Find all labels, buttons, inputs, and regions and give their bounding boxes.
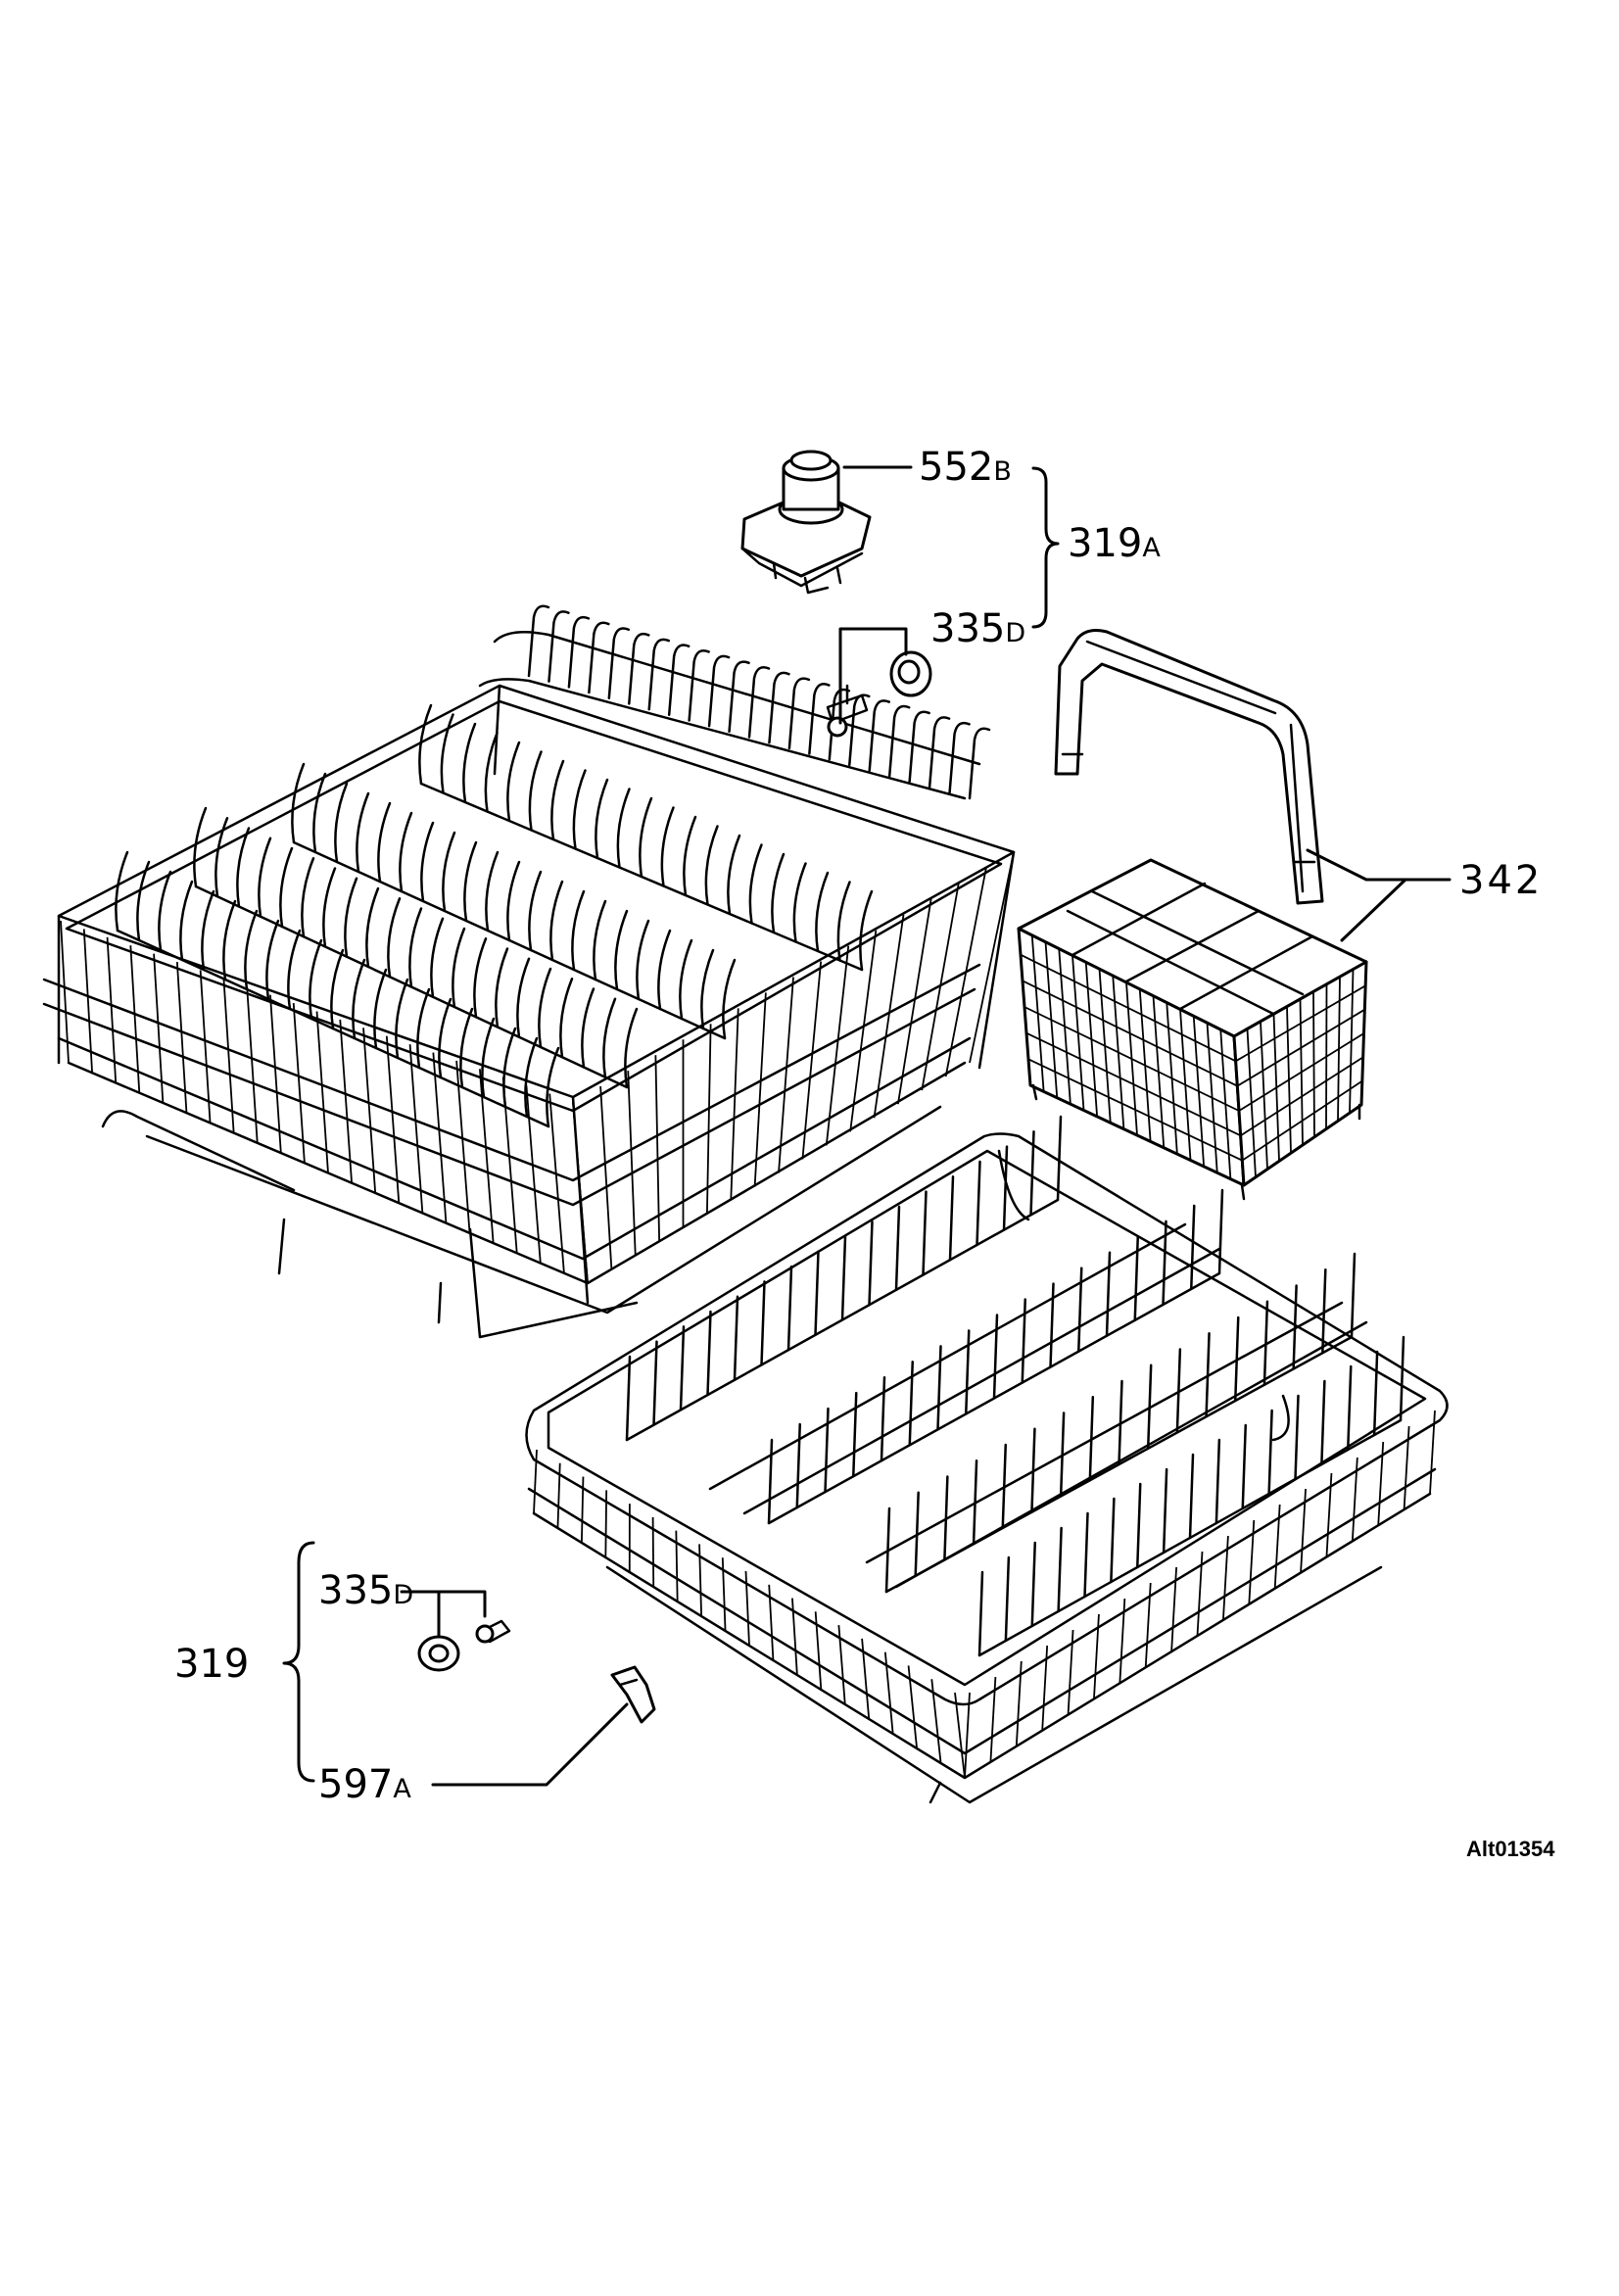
drawing-code: Alt01354 — [1466, 1837, 1555, 1861]
label-335d-top: 335D — [930, 606, 1025, 651]
leader-lines — [282, 465, 1452, 1787]
roller-bracket-part-552b — [740, 450, 872, 595]
label-552b: 552B — [919, 445, 1012, 490]
label-319a: 319A — [1068, 521, 1161, 566]
label-597a: 597A — [318, 1762, 411, 1807]
label-335d-bottom: 335D — [318, 1568, 413, 1613]
wheel-part-335d-bottom — [417, 1619, 511, 1672]
upper-basket — [42, 604, 1016, 1339]
label-342: 342 — [1459, 858, 1543, 903]
lower-basket — [525, 1115, 1449, 1804]
wheel-part-335d-top — [826, 650, 932, 738]
cutlery-basket — [1017, 629, 1368, 1201]
clip-part-597a — [610, 1665, 656, 1724]
label-319: 319 — [174, 1642, 249, 1687]
